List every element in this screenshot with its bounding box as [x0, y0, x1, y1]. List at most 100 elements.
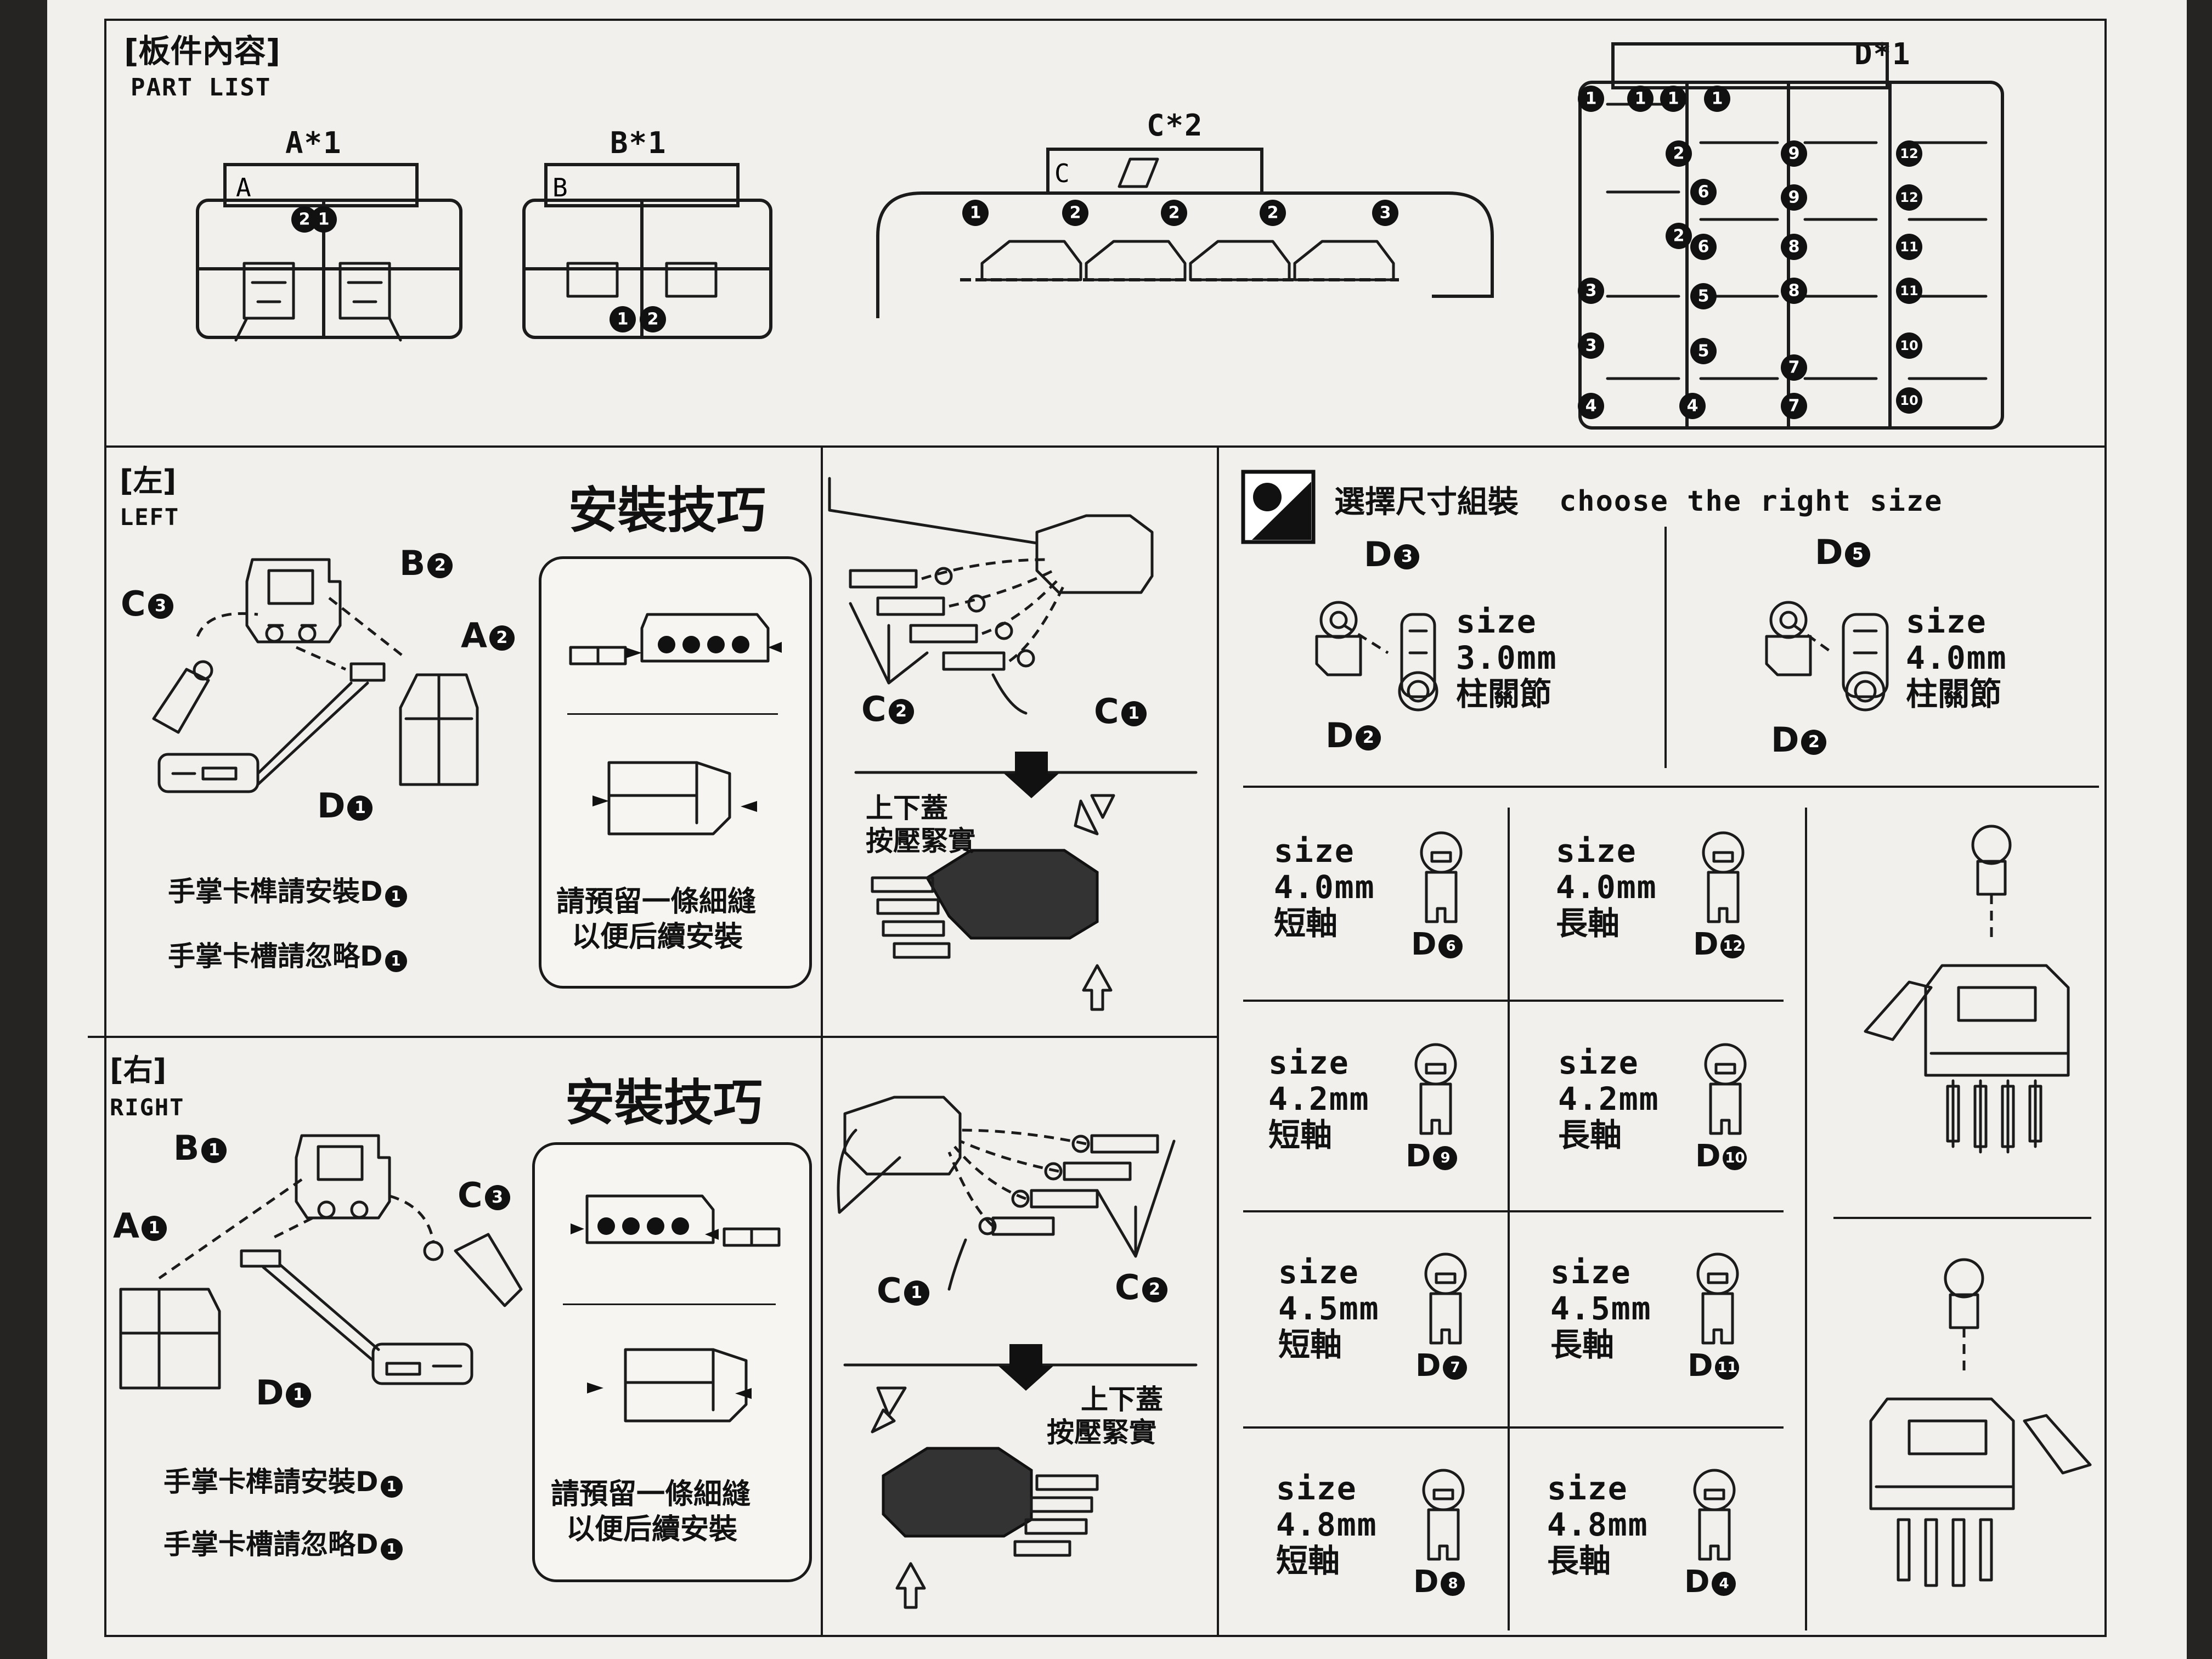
- runner-a-label: A*1: [285, 126, 342, 160]
- left-assembly-illustration: [828, 477, 1198, 1011]
- right-tips-illustration-top: [571, 1194, 781, 1247]
- shaft-type: 長軸: [1550, 1326, 1615, 1363]
- runner-d-number: 1: [1585, 89, 1597, 109]
- runner-d-number: 12: [1900, 146, 1918, 161]
- joint-1-desc: 柱關節: [1456, 675, 1552, 713]
- runner-d-number-dot: [1896, 140, 1922, 167]
- left-press-text-2: 按壓緊實: [866, 825, 975, 857]
- joint-2-size-label: size: [1906, 603, 1987, 640]
- sheet-frame: [104, 19, 2107, 1637]
- runner-d-number-dot: [1781, 140, 1807, 167]
- part-list-title-en: PART LIST: [131, 74, 272, 101]
- divider-shaft-row2: [1243, 1210, 1784, 1212]
- shaft-size-value: 4.0mm: [1556, 868, 1657, 906]
- right-exploded-view: [119, 1134, 523, 1390]
- runner-d-number: 11: [1900, 283, 1918, 298]
- runner-d-number-dot: [1690, 338, 1717, 364]
- runner-d-number-dot: [1578, 86, 1604, 112]
- right-assembly-illustration: [837, 1096, 1198, 1609]
- divider-size-top: [1243, 786, 2099, 788]
- choose-size-title-en: choose the right size: [1559, 485, 1943, 518]
- choose-size-title-zh: 選擇尺寸組裝: [1334, 484, 1519, 520]
- shaft-icon: [1424, 1252, 1467, 1345]
- svg-text:1: 1: [970, 204, 981, 223]
- runner-c-drawing: C 1 2 2 2 3: [876, 148, 1494, 318]
- right-title-zh: [右]: [110, 1053, 167, 1087]
- runner-d-number-dot: [1690, 179, 1717, 205]
- left-tips-title: 安裝技巧: [568, 482, 766, 539]
- svg-text:1: 1: [318, 210, 330, 229]
- hand-assembly-top: [1864, 825, 2070, 1154]
- svg-text:2: 2: [299, 210, 311, 229]
- shaft-type: 長軸: [1558, 1116, 1622, 1154]
- joint-1-size: 3.0mm: [1456, 639, 1558, 676]
- joint-2-desc: 柱關節: [1906, 675, 2002, 713]
- divider-joint: [1664, 527, 1667, 768]
- svg-text:2: 2: [647, 310, 659, 329]
- runner-d-number: 5: [1698, 287, 1709, 306]
- shaft-size-value: 4.8mm: [1276, 1506, 1378, 1543]
- runner-d-number-dot: [1781, 234, 1807, 260]
- left-tips-text-1: 請預留一條細縫: [556, 885, 757, 918]
- runner-c-label: C*2: [1147, 108, 1204, 143]
- runner-d-number-dot: [1896, 387, 1922, 414]
- shaft-size-label: size: [1268, 1044, 1350, 1081]
- shaft-size-value: 4.5mm: [1278, 1290, 1380, 1327]
- runner-d-number-dot: [1627, 86, 1654, 112]
- svg-text:A: A: [236, 173, 251, 202]
- runner-d-number-dot: [1578, 393, 1604, 419]
- shaft-size-label: size: [1274, 832, 1355, 870]
- runner-d-number: 9: [1788, 144, 1800, 163]
- shaft-size-value: 4.0mm: [1274, 868, 1375, 906]
- svg-text:2: 2: [1070, 204, 1081, 223]
- right-press-text-2: 按壓緊實: [1047, 1417, 1156, 1448]
- shaft-size-value: 4.2mm: [1558, 1080, 1660, 1118]
- runner-d-number: 2: [1673, 144, 1685, 163]
- left-tips-separator: [567, 713, 778, 715]
- runner-d-number-dot: [1781, 278, 1807, 304]
- runner-d-number-dot: [1578, 332, 1604, 359]
- divider-shaft-row1: [1243, 1000, 1784, 1002]
- left-tips-illustration-top: [569, 613, 782, 665]
- runner-b-label: B*1: [610, 126, 667, 160]
- runner-a-drawing: A 2 1: [196, 163, 462, 342]
- runner-d-number: 4: [1687, 397, 1699, 416]
- shaft-icon: [1702, 831, 1745, 923]
- right-tips-illustration-bottom: [587, 1348, 752, 1423]
- right-tips-separator: [563, 1304, 776, 1305]
- runner-d-number-dot: [1660, 86, 1686, 112]
- divider-partlist: [104, 445, 2107, 448]
- left-exploded-view: [152, 558, 479, 793]
- runner-d-number: 7: [1788, 397, 1800, 416]
- shaft-size-label: size: [1276, 1470, 1357, 1507]
- left-press-text-1: 上下蓋: [866, 792, 948, 824]
- svg-text:2: 2: [1267, 204, 1279, 223]
- runner-b-drawing: B 1 2: [522, 163, 772, 339]
- shaft-icon: [1704, 1043, 1747, 1135]
- runner-d-number: 9: [1788, 188, 1800, 207]
- left-tips-text-2: 以便后續安裝: [572, 921, 743, 953]
- shaft-type: 長軸: [1556, 905, 1620, 942]
- svg-text:B: B: [552, 173, 568, 202]
